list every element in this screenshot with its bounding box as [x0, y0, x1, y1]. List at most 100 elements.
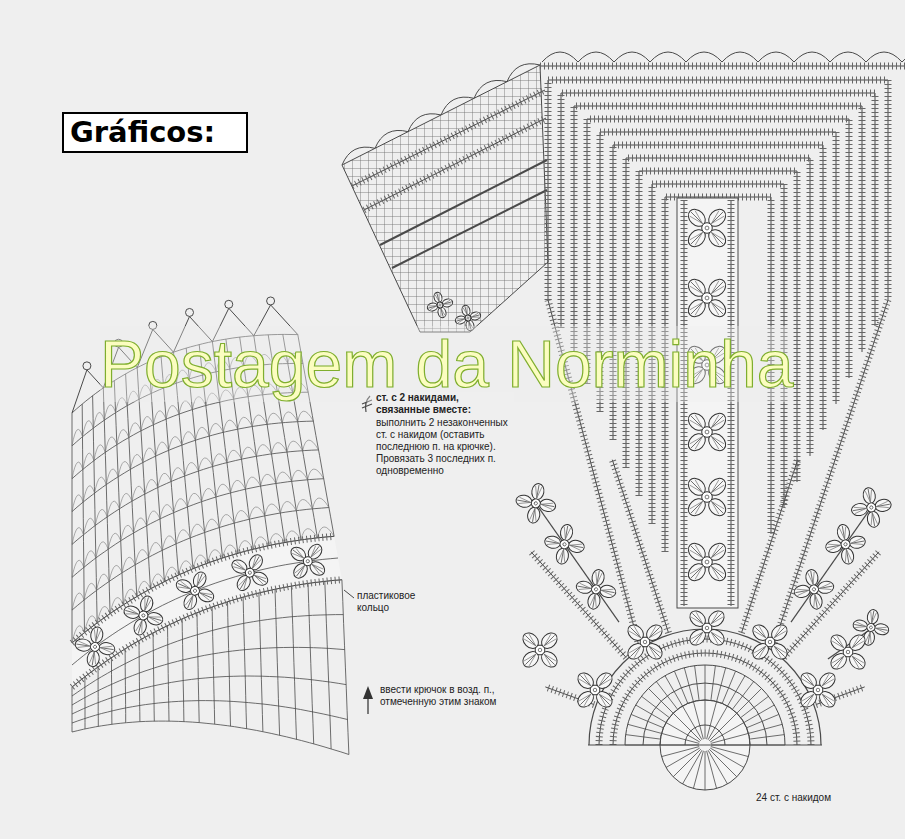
scallop [686, 52, 722, 62]
stitch-row [540, 66, 905, 67]
petal-stitch [561, 549, 566, 561]
mesh-arch [118, 462, 130, 477]
scallop [866, 52, 902, 62]
flower-center [702, 223, 713, 234]
petal-stitch [295, 563, 305, 574]
petal-stitch [519, 497, 531, 502]
flower-motif [570, 564, 621, 615]
petal-stitch [311, 548, 321, 559]
flower-motif [685, 540, 729, 584]
mesh-arch [198, 458, 212, 471]
flower-motif [846, 482, 897, 533]
round-line [685, 725, 725, 745]
flower-ring [705, 560, 709, 564]
petal-stitch [148, 614, 160, 620]
mesh-line [111, 658, 113, 725]
petal-outline [515, 494, 533, 509]
petal-stitch [812, 594, 817, 606]
mesh-arch [83, 453, 94, 469]
petal-stitch [145, 597, 149, 610]
petal-outline [437, 307, 447, 319]
petal-stitch [465, 307, 469, 315]
petal-stitch [632, 626, 644, 638]
petal-stitch [142, 598, 148, 610]
petal [825, 539, 843, 554]
flower-motif [575, 670, 615, 710]
petal-stitch [126, 611, 138, 617]
petal-stitch [597, 694, 609, 706]
flower-ring [812, 587, 816, 591]
petal [454, 315, 466, 325]
petal [848, 535, 866, 550]
petal-stitch [797, 590, 809, 595]
petal-stitch [868, 490, 873, 502]
scallop [474, 80, 507, 98]
mesh-arch [308, 469, 324, 480]
mesh-arch [223, 420, 237, 432]
petal-stitch [839, 527, 844, 539]
radial-stitch [737, 688, 762, 713]
mesh-arch [72, 560, 84, 577]
scallop [507, 64, 540, 82]
radial-stitch [707, 751, 717, 789]
petal-stitch [692, 211, 705, 224]
round-line [589, 629, 821, 745]
mesh-arch [216, 484, 231, 497]
stitch-row [684, 200, 685, 606]
mesh-arch [219, 515, 234, 528]
mesh-arch [96, 542, 108, 558]
petal-stitch [579, 586, 591, 591]
mesh-arch [149, 542, 163, 557]
petal [90, 626, 104, 644]
petal [591, 569, 606, 587]
flower-motif [625, 622, 665, 662]
filet-wing [342, 65, 548, 332]
mesh-arch [160, 505, 174, 519]
mesh-line [72, 392, 308, 479]
flower-motif [171, 567, 219, 615]
petal-stitch [570, 542, 582, 547]
mesh-line [84, 677, 85, 729]
petal-stitch [711, 283, 724, 296]
mesh-arch [267, 413, 282, 424]
petal-stitch [593, 594, 598, 606]
flower-center [590, 583, 602, 595]
petal-stitch [711, 417, 724, 430]
petal-stitch [846, 549, 851, 561]
petal-stitch [855, 625, 866, 630]
petal-outline [599, 584, 617, 599]
petal [526, 506, 541, 524]
petal-stitch [599, 677, 611, 689]
flower-ring [705, 296, 709, 300]
petal [86, 650, 100, 668]
mesh-arch [82, 421, 93, 437]
petal [575, 580, 593, 595]
petal-outline [539, 498, 557, 513]
stitch-row [784, 552, 879, 658]
petal-outline [825, 539, 843, 554]
mesh-arch [105, 437, 117, 452]
ring-note: пластиковое кольцо [357, 590, 429, 614]
petal-stitch [197, 575, 205, 587]
mesh-line [243, 597, 247, 729]
petal-outline [470, 311, 482, 321]
petal-outline [809, 592, 824, 610]
petal-stitch [533, 508, 538, 520]
petal-stitch [437, 294, 441, 302]
petal-stitch [178, 584, 190, 592]
petal-stitch [569, 545, 581, 550]
petal [805, 569, 820, 587]
stitch-round [613, 653, 797, 745]
flower-motif [685, 276, 729, 320]
petal-stitch [148, 617, 161, 621]
petal-stitch [558, 549, 563, 561]
flower-ring [141, 613, 145, 617]
mesh-arch [132, 486, 145, 501]
petal-stitch [694, 612, 706, 624]
mesh-line [93, 396, 98, 623]
stitch-row [531, 552, 626, 658]
band-edge [72, 536, 334, 643]
mesh-arch [158, 473, 171, 487]
petal-outline [433, 291, 443, 303]
petal [539, 498, 557, 513]
